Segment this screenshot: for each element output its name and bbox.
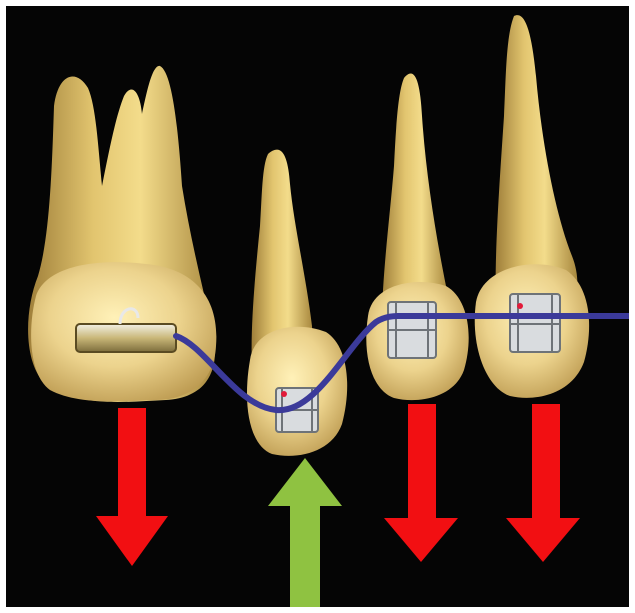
molar-tooth (28, 66, 216, 402)
canine-bracket (510, 294, 560, 352)
second-premolar-tooth (366, 74, 468, 401)
premolar-up-arrow (268, 458, 342, 607)
premolar-tooth (247, 150, 347, 456)
canine-tooth (475, 15, 589, 398)
teeth-illustration (6, 6, 629, 607)
dental-photo (6, 6, 629, 607)
second-premolar-down-arrow (384, 404, 458, 562)
second-premolar-bracket (388, 302, 436, 358)
molar-tube-bracket (76, 324, 176, 352)
molar-down-arrow (96, 408, 168, 566)
canine-down-arrow (506, 404, 580, 562)
